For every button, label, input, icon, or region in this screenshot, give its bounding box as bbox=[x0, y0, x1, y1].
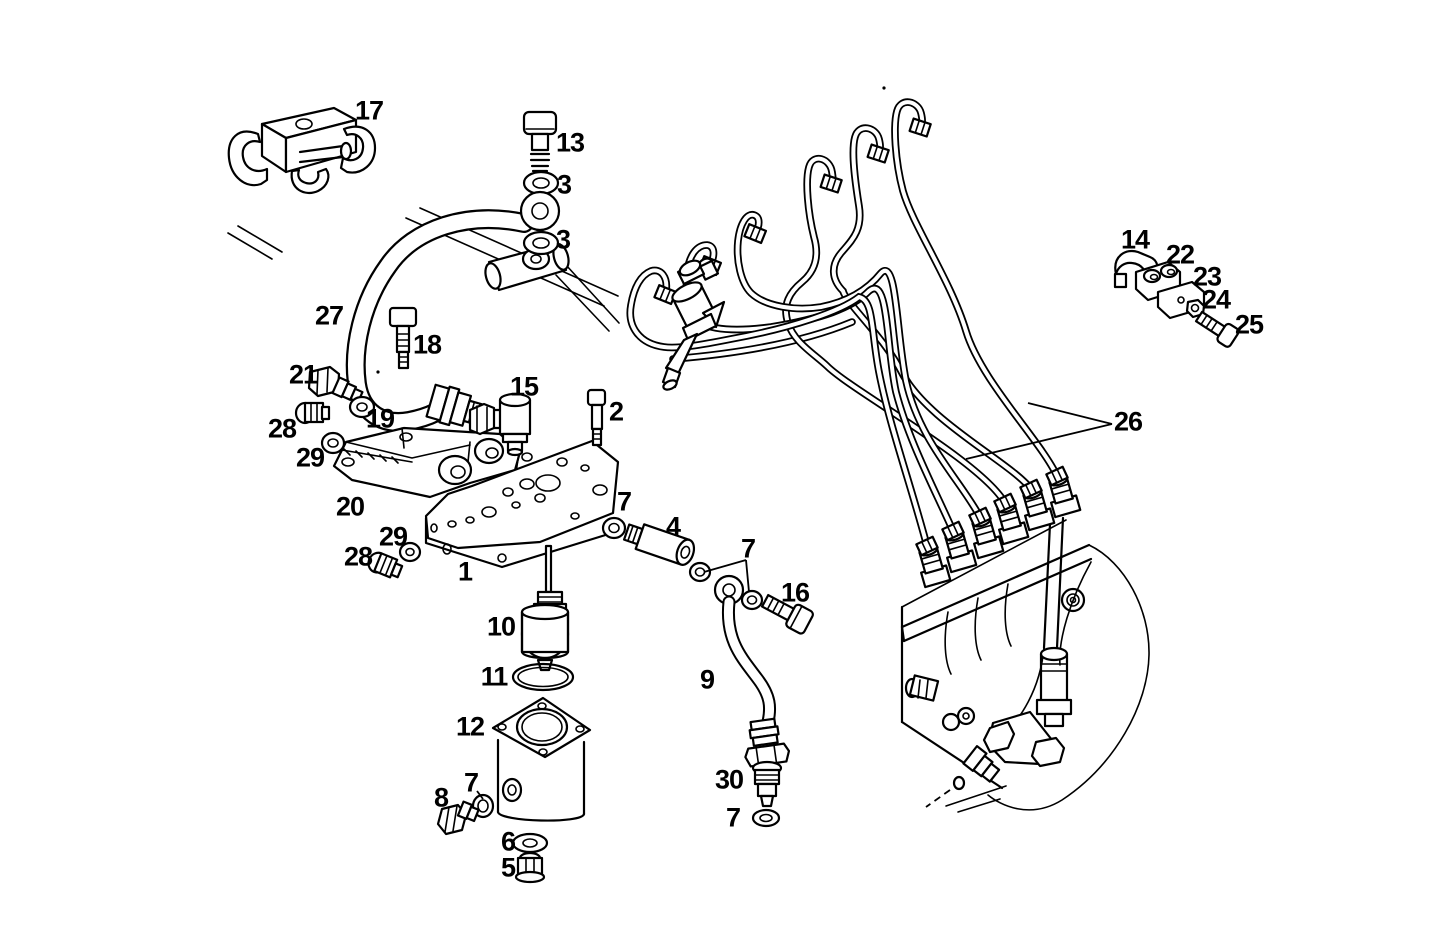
fuel-line-union bbox=[484, 242, 620, 332]
nut-29-upper bbox=[320, 431, 346, 455]
part-label-18: 18 bbox=[412, 329, 442, 360]
o-ring-11 bbox=[511, 662, 575, 692]
part-label-1: 1 bbox=[457, 556, 473, 587]
part-label-30: 30 bbox=[714, 764, 744, 795]
banjo-screw-21-washer-19 bbox=[307, 365, 376, 419]
leader-lines bbox=[476, 402, 1113, 800]
part-label-19: 19 bbox=[365, 403, 395, 434]
part-label-3b: 3 bbox=[555, 224, 571, 255]
washer-7a bbox=[601, 516, 627, 540]
part-label-13: 13 bbox=[555, 127, 585, 158]
injector bbox=[661, 257, 726, 391]
washer-7b bbox=[688, 561, 712, 583]
filter-canister bbox=[496, 738, 586, 822]
part-label-28a: 28 bbox=[267, 413, 297, 444]
part-label-4: 4 bbox=[665, 511, 681, 542]
part-label-27: 27 bbox=[314, 300, 344, 331]
part-label-7b: 7 bbox=[740, 533, 756, 564]
fitting-4 bbox=[622, 523, 696, 566]
part-label-11: 11 bbox=[480, 661, 509, 692]
injection-pump bbox=[900, 516, 1150, 813]
elbow-fitting-15 bbox=[468, 392, 532, 474]
washer-6 bbox=[511, 832, 549, 854]
print-artifacts bbox=[376, 86, 886, 374]
leader-line-7b-1 bbox=[745, 559, 750, 593]
part-label-7d: 7 bbox=[725, 802, 741, 833]
part-label-8: 8 bbox=[433, 782, 449, 813]
pipe-nuts bbox=[653, 117, 1069, 557]
bolt-18 bbox=[388, 306, 418, 370]
part-label-7a: 7 bbox=[616, 486, 632, 517]
plug-28-upper bbox=[294, 401, 331, 425]
plug-28-lower bbox=[367, 551, 404, 579]
part-label-9: 9 bbox=[699, 664, 715, 695]
part-label-24: 24 bbox=[1201, 284, 1231, 315]
part-label-10: 10 bbox=[486, 611, 516, 642]
part-label-29b: 29 bbox=[378, 521, 408, 552]
washer-7d bbox=[751, 808, 781, 828]
solenoid-valve-10 bbox=[520, 544, 570, 672]
part-label-29a: 29 bbox=[295, 442, 325, 473]
leader-line-7b-0 bbox=[703, 559, 747, 573]
part-label-25: 25 bbox=[1234, 309, 1264, 340]
mounting-bracket-20 bbox=[332, 426, 522, 499]
part-label-15: 15 bbox=[509, 371, 539, 402]
bolt-8 bbox=[436, 800, 480, 836]
bolt-16 bbox=[761, 593, 814, 635]
part-label-17: 17 bbox=[354, 95, 384, 126]
nut-29-lower bbox=[398, 541, 422, 563]
part-label-3a: 3 bbox=[556, 169, 572, 200]
bolt-25 bbox=[1194, 310, 1240, 348]
leader-line-7c-0 bbox=[476, 790, 484, 800]
part-label-5: 5 bbox=[500, 852, 516, 883]
pipe-clamp-17 bbox=[227, 106, 377, 195]
bolt-2 bbox=[586, 388, 607, 447]
part-label-21: 21 bbox=[288, 359, 318, 390]
fuel-hose-27 bbox=[356, 219, 524, 436]
part-label-2: 2 bbox=[608, 396, 624, 427]
banjo-bolt-13-washers-3 bbox=[519, 110, 561, 256]
part-label-23: 23 bbox=[1192, 261, 1222, 292]
part-label-12: 12 bbox=[455, 711, 485, 742]
leader-line-26-0 bbox=[1027, 402, 1113, 425]
part-label-6: 6 bbox=[500, 826, 516, 857]
part-label-26: 26 bbox=[1113, 406, 1143, 437]
drain-hose-9 bbox=[728, 602, 791, 768]
filter-flange-12 bbox=[491, 696, 592, 759]
part-label-22: 22 bbox=[1165, 239, 1195, 270]
union-30 bbox=[751, 760, 783, 808]
leader-line-26-1 bbox=[965, 423, 1113, 460]
adapter-plate-1 bbox=[424, 439, 620, 569]
part-label-28b: 28 bbox=[343, 541, 373, 572]
part-label-16: 16 bbox=[780, 577, 810, 608]
washer-7-banjo bbox=[740, 589, 764, 611]
part-label-20: 20 bbox=[335, 491, 365, 522]
nut-5 bbox=[514, 851, 546, 884]
part-label-7c: 7 bbox=[463, 767, 479, 798]
part-label-14: 14 bbox=[1120, 224, 1150, 255]
